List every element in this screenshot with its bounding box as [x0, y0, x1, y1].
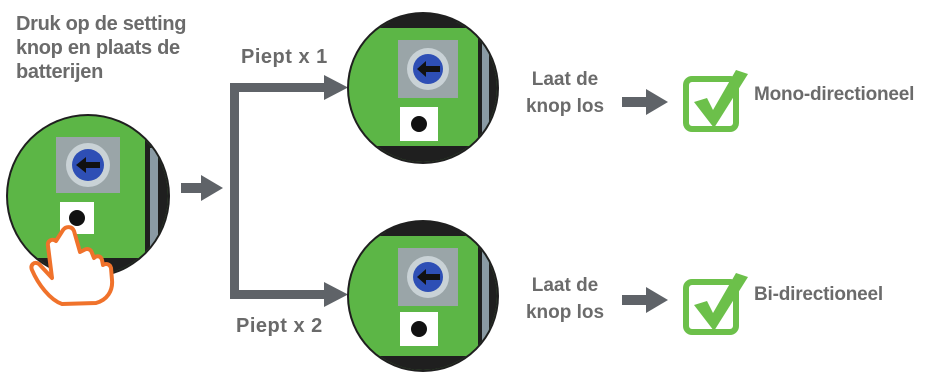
instruction-line: knop en plaats de — [16, 37, 180, 59]
instruction-line: batterijen — [16, 61, 104, 83]
release-line: knop los — [525, 96, 605, 117]
checkmark-box-icon — [683, 70, 748, 132]
dial-switch-icon — [56, 137, 120, 193]
release-label-1: Laat de knop los — [510, 66, 620, 120]
beep-label-2: Piept x 2 — [236, 315, 323, 337]
board-image-start — [6, 114, 170, 278]
button-icon — [400, 312, 438, 346]
arrow-icon — [181, 175, 223, 201]
release-label-2: Laat de knop los — [510, 272, 620, 326]
beep-label-1: Piept x 1 — [241, 46, 328, 68]
dial-switch-icon — [398, 40, 458, 98]
release-line: knop los — [525, 302, 605, 323]
checkmark-box-icon — [683, 273, 748, 335]
pointing-hand-icon — [29, 225, 115, 306]
result-label-mono: Mono-directioneel — [754, 84, 915, 105]
board-image-bottom — [347, 220, 499, 372]
release-line: Laat de — [531, 275, 599, 296]
button-icon — [400, 107, 438, 141]
result-label-bi: Bi-directioneel — [754, 284, 883, 305]
instruction-text: Druk op de setting knop en plaats de bat… — [16, 12, 226, 84]
board-image-top — [347, 12, 499, 164]
dial-switch-icon — [398, 248, 458, 306]
release-line: Laat de — [531, 69, 599, 90]
arrow-icon — [622, 287, 668, 313]
branch-connector — [230, 75, 348, 307]
instruction-line: Druk op de setting — [16, 13, 187, 35]
arrow-icon — [622, 89, 668, 115]
